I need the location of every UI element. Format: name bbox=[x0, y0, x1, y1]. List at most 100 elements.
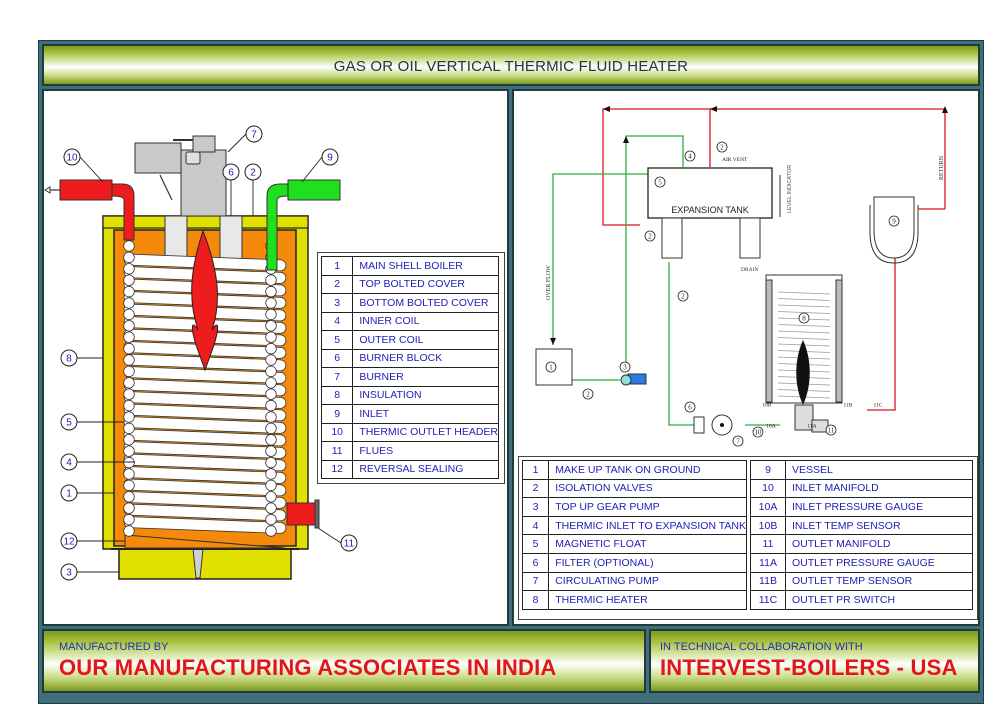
callout-number: 11 bbox=[344, 539, 355, 550]
callout-number: 9 bbox=[327, 153, 333, 164]
schematic-callout-label: 2 bbox=[720, 144, 724, 152]
callout-bubble bbox=[60, 563, 78, 581]
inner-coil-turn bbox=[123, 453, 287, 472]
legend-label: BURNER bbox=[352, 367, 499, 387]
schematic-callout-label: 11A bbox=[807, 424, 816, 430]
vessel-jacket bbox=[869, 205, 919, 264]
callout-bubble bbox=[60, 349, 78, 367]
heater-coil-turn bbox=[777, 311, 831, 314]
schematic-callout-label: 11B bbox=[844, 403, 853, 409]
legend-label: THERMIC INLET TO EXPANSION TANK bbox=[548, 515, 747, 536]
callout-number: 3 bbox=[66, 568, 72, 579]
vessel bbox=[873, 196, 915, 259]
outer-coil-section bbox=[123, 263, 135, 275]
schematic-callout-bubble bbox=[825, 424, 837, 436]
schematic-callout-label: 3 bbox=[623, 364, 627, 372]
legend-number: 9 bbox=[750, 460, 786, 480]
schematic-callout-bubble bbox=[677, 290, 689, 302]
heater-coil-turn bbox=[777, 324, 831, 327]
outer-coil-section bbox=[123, 399, 135, 412]
outer-coil-section bbox=[123, 502, 135, 514]
outer-coil-section bbox=[265, 308, 277, 321]
callout-number: 12 bbox=[63, 537, 75, 548]
legend-number: 9 bbox=[320, 404, 354, 424]
burner-top bbox=[192, 135, 216, 153]
outer-coil-section bbox=[123, 422, 135, 435]
outer-coil-section bbox=[265, 456, 277, 469]
schematic-callout-bubble bbox=[888, 215, 900, 227]
outer-coil-section bbox=[265, 422, 277, 435]
outer-coil-section bbox=[265, 468, 277, 480]
overflow-arrow bbox=[550, 338, 556, 345]
manufacturer-name: OUR MANUFACTURING ASSOCIATES IN INDIA bbox=[59, 655, 557, 680]
outer-coil-section bbox=[265, 331, 277, 343]
legend-number: 10 bbox=[750, 478, 786, 499]
legend-number: 11 bbox=[750, 534, 786, 554]
collaborator-name: INTERVEST-BOILERS - USA bbox=[660, 655, 958, 680]
outer-coil-section bbox=[265, 354, 277, 366]
outer-coil-section bbox=[265, 377, 277, 389]
schematic-callout-label: 10B bbox=[762, 403, 772, 409]
legend-label: CIRCULATING PUMP bbox=[548, 571, 747, 592]
inlet-pipe bbox=[266, 183, 289, 271]
outlet-pipe bbox=[111, 183, 135, 241]
over-flow-label: OVER FLOW bbox=[546, 265, 552, 300]
coil-group bbox=[123, 240, 287, 537]
schematic-callout-bubble bbox=[732, 435, 744, 447]
schematic-callout-label: 4 bbox=[688, 153, 692, 161]
inner-coil-turn bbox=[123, 428, 287, 447]
callout-bubble bbox=[340, 534, 358, 552]
heater-coil-turn bbox=[777, 330, 831, 334]
legend-number: 11C bbox=[750, 590, 786, 610]
legend-label: INLET MANIFOLD bbox=[785, 478, 973, 499]
legend-label: OUTLET MANIFOLD bbox=[785, 534, 973, 554]
heater-insulation-left bbox=[765, 279, 773, 403]
outer-coil-section bbox=[123, 491, 135, 503]
legend-number: 4 bbox=[521, 515, 550, 536]
schematic-callout-label: 7 bbox=[736, 438, 740, 446]
legend-number: 3 bbox=[521, 497, 550, 517]
schematic-callout-bubble bbox=[619, 361, 631, 373]
outer-coil-section bbox=[123, 456, 135, 469]
outer-coil-section bbox=[123, 342, 135, 355]
callout-bubble bbox=[60, 413, 78, 431]
outer-coil-section bbox=[265, 274, 277, 286]
schematic-callout-bubble bbox=[752, 426, 764, 438]
collaboration-label: IN TECHNICAL COLLABORATION WITH bbox=[660, 641, 863, 653]
legend-label: BOTTOM BOLTED COVER bbox=[352, 293, 499, 313]
legend-label: THERMIC HEATER bbox=[548, 590, 747, 610]
legend-number: 5 bbox=[521, 534, 550, 554]
outer-coil-section bbox=[265, 285, 277, 298]
heater-flame bbox=[796, 340, 810, 405]
legend-number: 10B bbox=[750, 515, 786, 536]
outer-coil-section bbox=[123, 468, 135, 480]
callout-number: 7 bbox=[251, 130, 257, 141]
outer-coil-section bbox=[265, 502, 277, 514]
schematic-callout-bubble bbox=[654, 176, 666, 188]
heater-coil-turn bbox=[777, 291, 831, 295]
return-arrow bbox=[942, 106, 948, 113]
inner-coil-turn bbox=[123, 441, 287, 459]
outer-coil-section bbox=[123, 285, 135, 298]
legend-label: INNER COIL bbox=[352, 311, 499, 331]
flame bbox=[191, 229, 219, 372]
outer-coil-section bbox=[265, 513, 277, 526]
level-indicator-label: LEVEL INDICATOR bbox=[787, 165, 793, 213]
outer-coil-section bbox=[265, 320, 277, 332]
burner-linkage bbox=[159, 174, 173, 201]
schematic-callout-label: 9 bbox=[892, 218, 896, 226]
return-arrow-left bbox=[603, 106, 610, 112]
outer-coil-section bbox=[123, 308, 135, 321]
legend-label: OUTLET PR SWITCH bbox=[785, 590, 973, 610]
legend-number: 10A bbox=[750, 497, 786, 517]
